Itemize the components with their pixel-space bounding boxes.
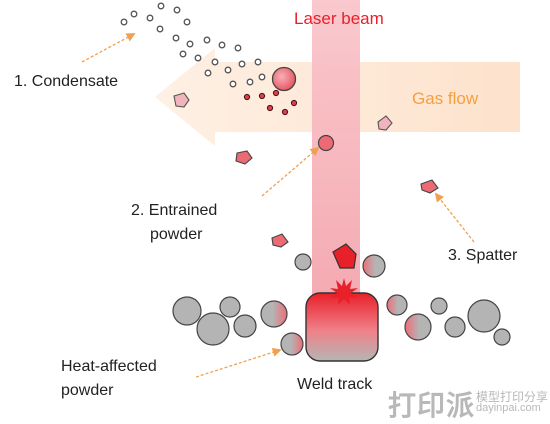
- condensate-dot: [204, 69, 212, 77]
- powder-bed-left: [172, 296, 304, 356]
- watermark-logo: 打印派: [388, 390, 476, 421]
- condensate-dot: [194, 54, 202, 62]
- condensate-red-dot: [272, 89, 280, 97]
- condensate-red-dot: [281, 108, 289, 116]
- gas-flow-label: Gas flow: [412, 89, 479, 108]
- condensate-red-dot: [258, 92, 266, 100]
- heated-particle: [260, 300, 288, 328]
- powder-particle: [172, 296, 202, 326]
- condensate-red-dot: [243, 93, 251, 101]
- spatter-fragment: [420, 179, 439, 194]
- large-droplet: [271, 66, 297, 92]
- condensate-red-particles: [243, 89, 298, 116]
- condensate-dot: [211, 58, 219, 66]
- laser-beam-label: Laser beam: [294, 9, 384, 28]
- entrained-pointer-arrow: [261, 146, 320, 197]
- heated-particle: [386, 294, 408, 316]
- spatter-fragment: [271, 233, 289, 248]
- powder-particle: [219, 296, 241, 318]
- powder-particle: [196, 312, 230, 346]
- heated-particle: [404, 313, 432, 341]
- weld-track: [305, 292, 379, 362]
- entrained-label-line2: powder: [150, 226, 203, 243]
- heat-affected-pointer-arrow: [195, 347, 282, 378]
- condensate-dot: [186, 40, 194, 48]
- condensate-dot: [183, 18, 191, 26]
- condensate-dot: [258, 73, 266, 81]
- watermark-url: dayinpai.com: [476, 402, 541, 414]
- condensate-dot: [156, 25, 164, 33]
- powder-particle: [493, 328, 511, 346]
- spatter-pointer-arrow: [434, 192, 475, 243]
- condensate-dot: [179, 50, 187, 58]
- condensate-dot: [224, 66, 232, 74]
- spatter-label: 3. Spatter: [448, 247, 518, 264]
- condensate-dot: [172, 34, 180, 42]
- condensate-dot: [146, 14, 154, 22]
- condensate-label: 1. Condensate: [14, 73, 119, 90]
- condensate-dot: [120, 18, 128, 26]
- spatter-fragment: [173, 92, 190, 108]
- powder-particle: [467, 299, 501, 333]
- condensate-dot: [229, 80, 237, 88]
- powder-particle: [430, 297, 448, 315]
- heated-particle: [280, 332, 304, 356]
- entrained-particle: [317, 134, 335, 152]
- condensate-dot: [238, 60, 246, 68]
- heat-affected-label-line1: Heat-affected: [61, 358, 157, 375]
- spatter-fragment: [332, 243, 357, 269]
- heat-affected-label-line2: powder: [61, 382, 114, 399]
- heated-particle: [362, 254, 386, 278]
- condensate-red-dot: [290, 99, 298, 107]
- condensate-dot: [218, 41, 226, 49]
- condensate-dot: [234, 44, 242, 52]
- powder-particle: [294, 253, 312, 271]
- condensate-particles: [120, 2, 266, 88]
- condensate-red-dot: [266, 104, 274, 112]
- diagram-canvas: [81, 0, 520, 378]
- condensate-dot: [130, 10, 138, 18]
- powder-particle: [233, 314, 257, 338]
- condensate-dot: [254, 58, 262, 66]
- weld-track-label: Weld track: [297, 376, 373, 393]
- annotation-arrows: [81, 33, 475, 378]
- watermark-cn-text: 模型打印分享: [476, 390, 549, 404]
- condensate-pointer-arrow: [81, 33, 136, 63]
- powder-particle: [444, 316, 466, 338]
- condensate-dot: [157, 2, 165, 10]
- melt-spark-icon: [330, 278, 358, 305]
- laser-beam: [312, 0, 360, 298]
- powder-bed-right: [386, 294, 511, 346]
- condensate-dot: [203, 36, 211, 44]
- entrained-label-line1: 2. Entrained: [131, 202, 218, 219]
- condensate-dot: [173, 6, 181, 14]
- spatter-fragment: [377, 115, 393, 131]
- condensate-dot: [246, 78, 254, 86]
- spatter-fragment: [235, 150, 253, 165]
